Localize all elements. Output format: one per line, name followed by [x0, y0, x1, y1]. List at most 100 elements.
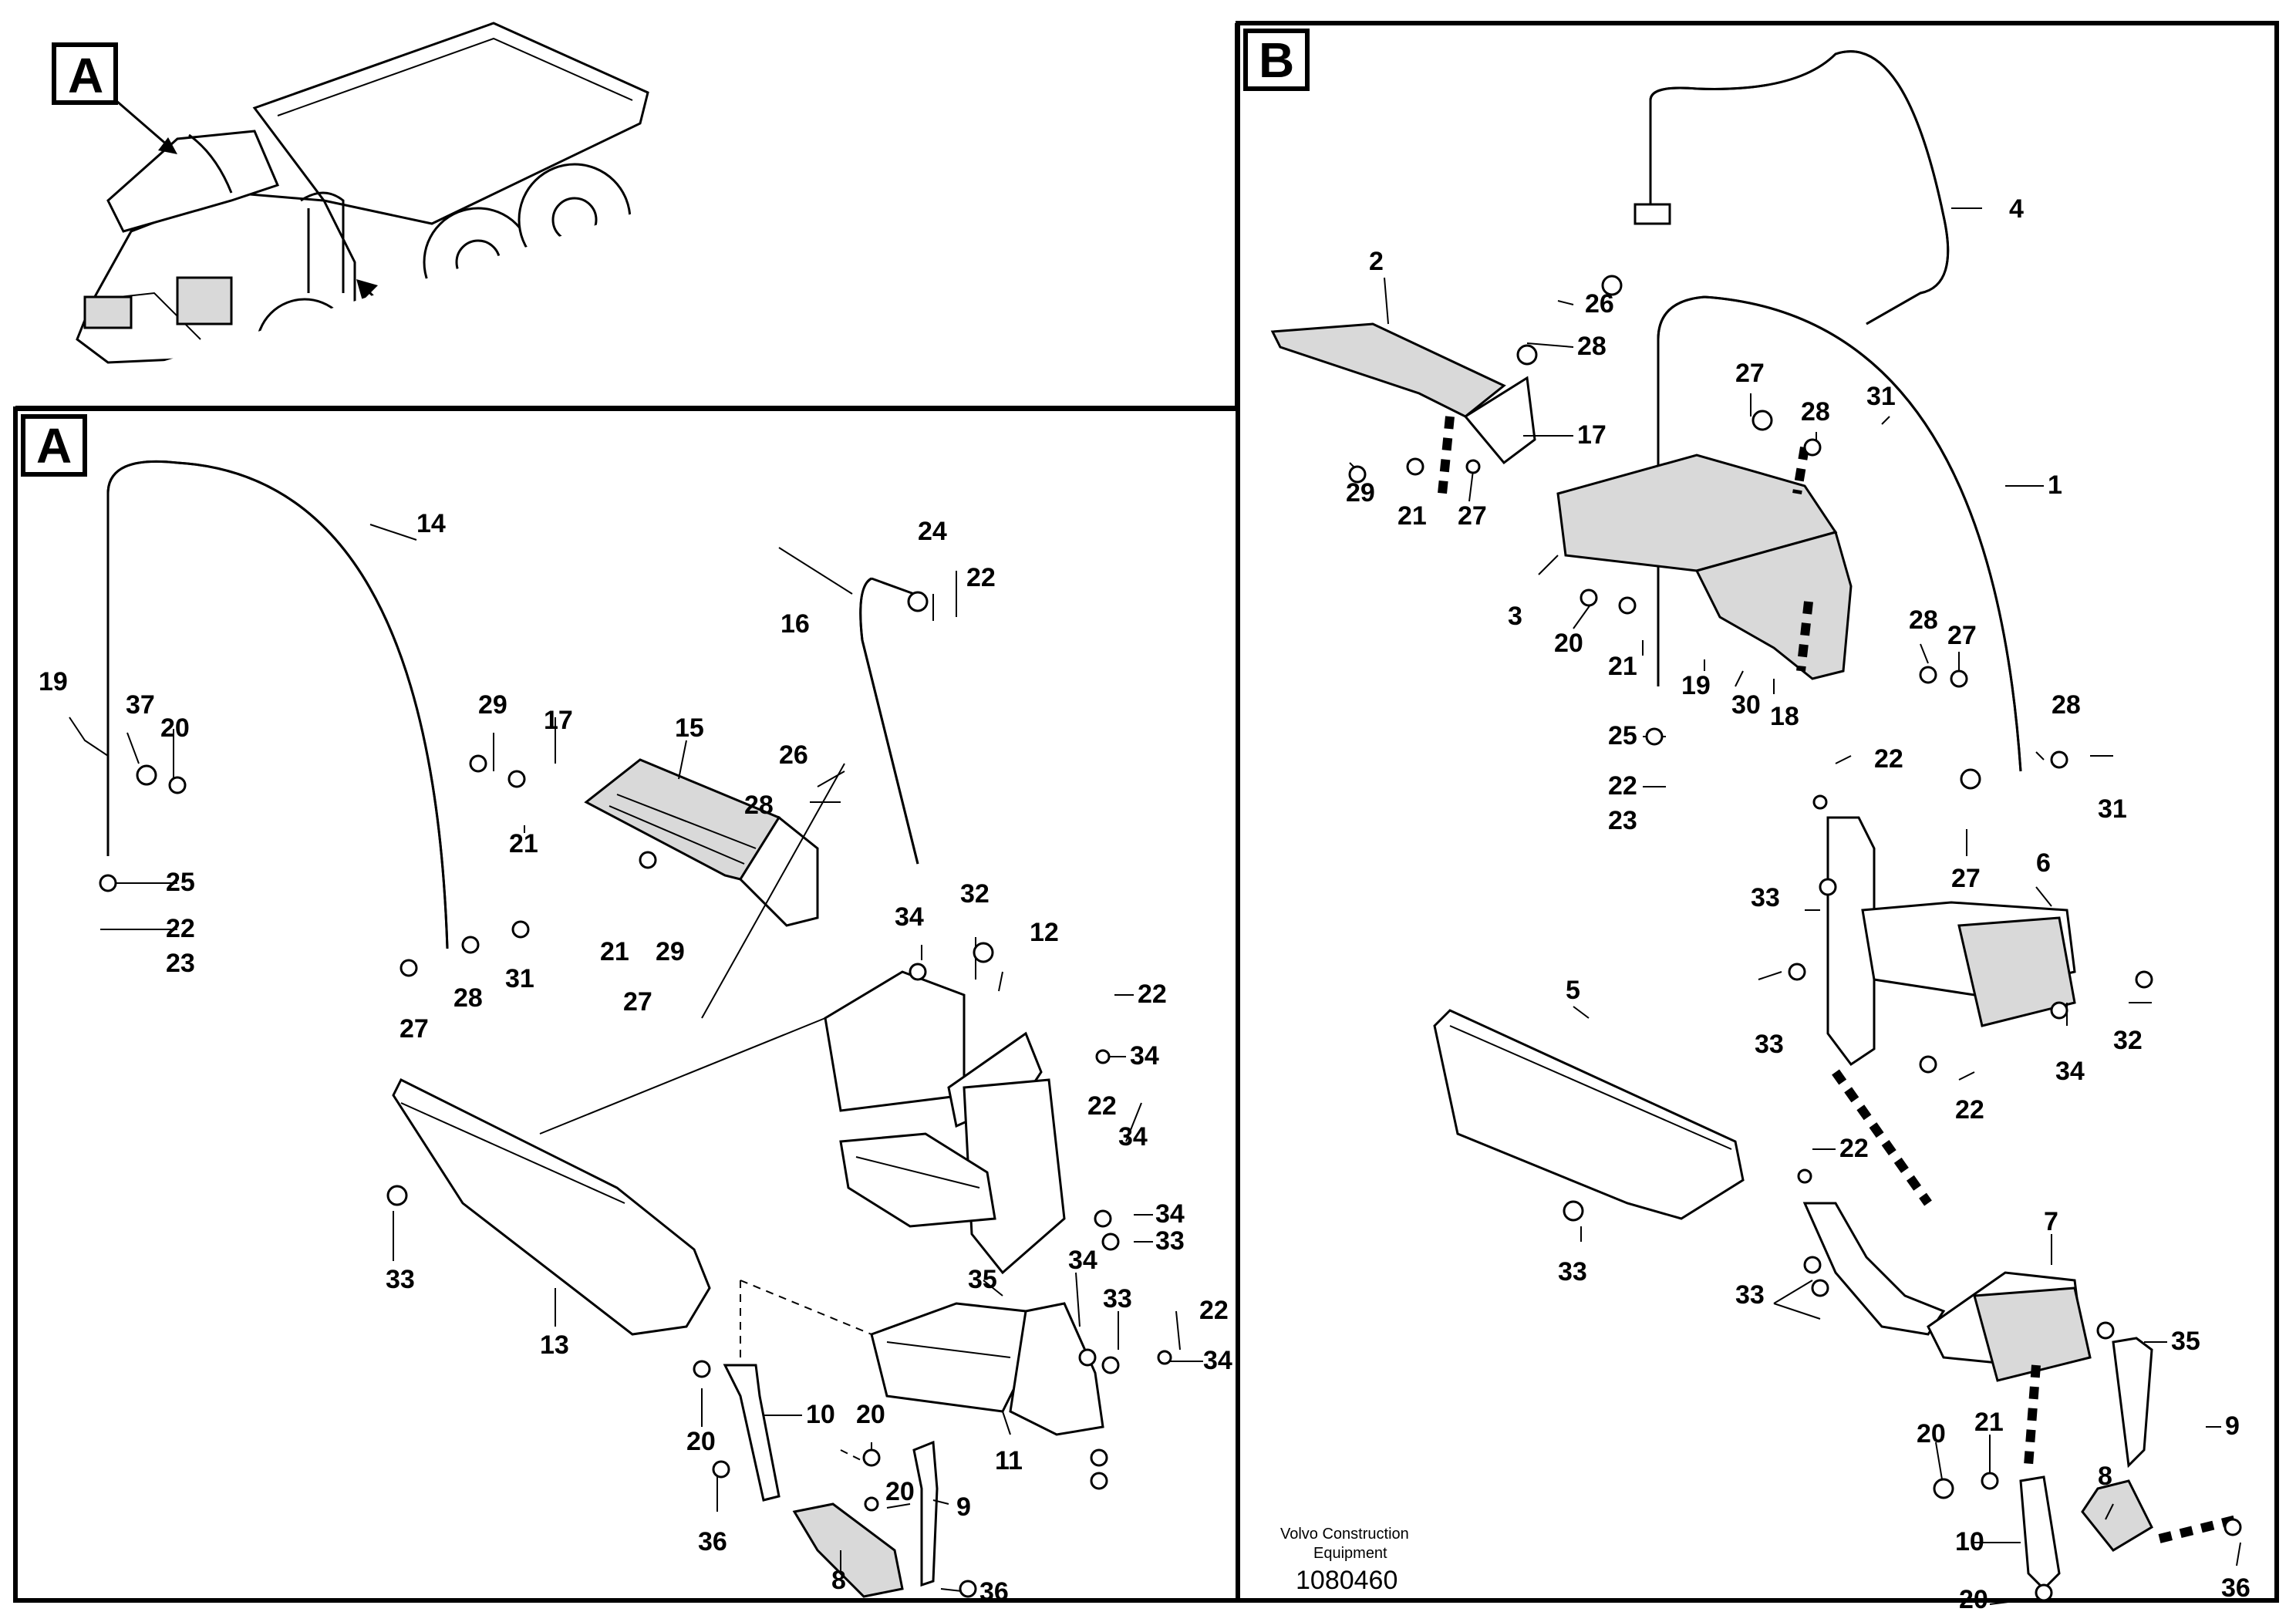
part-label-4: 4 — [2009, 194, 2024, 224]
drawing-footer: Volvo Construction Equipment 1080460 — [1280, 1526, 1409, 1595]
part-label-32-b: 32 — [2113, 1026, 2143, 1055]
panel-b-label: B — [1259, 32, 1294, 88]
part-label-20-c: 20 — [856, 1400, 885, 1429]
part-label-14: 14 — [416, 509, 446, 538]
part-label-22-c: 22 — [1138, 980, 1167, 1009]
part-label-16: 16 — [781, 609, 810, 639]
part-label-22-b: 22 — [966, 563, 996, 592]
part-label-21-d: 21 — [1608, 652, 1637, 681]
part-label-22-e: 22 — [1199, 1296, 1229, 1325]
part-label-26-b: 26 — [1585, 289, 1614, 319]
part-label-29: 29 — [478, 690, 507, 720]
footer-company-line1: Volvo Construction — [1280, 1526, 1409, 1543]
part-label-21-c: 21 — [1397, 501, 1427, 531]
step-assembly-7 — [1802, 1202, 2092, 1382]
part-label-28-b: 28 — [744, 791, 774, 820]
part-label-31-c: 31 — [2098, 794, 2127, 824]
part-label-20-g: 20 — [1959, 1585, 1988, 1614]
part-label-28-f: 28 — [2052, 690, 2081, 720]
part-label-9-b: 9 — [2225, 1411, 2240, 1441]
part-label-28-c: 28 — [1577, 332, 1607, 361]
part-label-8: 8 — [831, 1566, 846, 1595]
part-label-9: 9 — [956, 1492, 971, 1522]
lower-links-b — [2019, 1337, 2153, 1591]
panel-a-box — [21, 414, 87, 477]
side-bracket-5 — [1433, 1009, 1745, 1220]
part-label-28: 28 — [453, 983, 483, 1013]
part-label-22-h: 22 — [1955, 1095, 1984, 1125]
part-label-8-b: 8 — [2098, 1462, 2112, 1491]
part-label-20-b: 20 — [686, 1427, 716, 1456]
part-label-33-e: 33 — [1755, 1030, 1784, 1059]
footer-company-line2: Equipment — [1313, 1545, 1387, 1562]
part-label-31: 31 — [505, 964, 534, 993]
part-label-33-b: 33 — [386, 1265, 415, 1294]
callout-a-box — [52, 42, 118, 105]
part-label-24: 24 — [918, 517, 947, 546]
part-label-33: 33 — [1155, 1226, 1185, 1256]
callout-a-label: A — [68, 48, 103, 103]
part-label-27-d: 27 — [1735, 359, 1765, 388]
part-label-6: 6 — [2036, 848, 2051, 878]
step-plate-2 — [1270, 322, 1536, 465]
panel-b: B — [1236, 21, 2279, 1614]
part-label-22-f: 22 — [1608, 771, 1637, 801]
footer-drawing-id: 1080460 — [1296, 1566, 1397, 1595]
part-label-36: 36 — [698, 1527, 727, 1556]
panel-b-leaders — [1349, 207, 2241, 1605]
lower-links — [723, 1364, 939, 1598]
part-label-29-c: 29 — [1346, 478, 1375, 508]
part-label-27-f: 27 — [1951, 864, 1981, 893]
part-label-34-f: 34 — [1203, 1346, 1232, 1375]
step-plate-3 — [1556, 454, 1853, 680]
part-label-33-d: 33 — [1751, 883, 1780, 912]
part-label-27-c: 27 — [1458, 501, 1487, 531]
part-label-7: 7 — [2044, 1207, 2058, 1236]
part-label-26: 26 — [779, 740, 808, 770]
panel-a-label: A — [36, 418, 72, 474]
part-label-11: 11 — [995, 1446, 1023, 1475]
part-label-36-c: 36 — [2221, 1573, 2250, 1603]
part-label-25: 25 — [166, 868, 195, 897]
part-label-28-e: 28 — [1909, 605, 1938, 635]
part-label-22-d: 22 — [1087, 1091, 1117, 1121]
part-label-34-d: 34 — [1155, 1199, 1185, 1229]
part-label-22-g: 22 — [1874, 744, 1903, 774]
panel-b-hardware — [1348, 275, 2242, 1602]
panel-a-leaders — [69, 524, 1203, 1593]
part-label-22: 22 — [166, 914, 195, 943]
part-label-37: 37 — [126, 690, 155, 720]
part-label-19-b: 19 — [1681, 671, 1711, 700]
part-label-35-b: 35 — [2171, 1327, 2200, 1356]
part-label-36-b: 36 — [979, 1577, 1009, 1607]
part-label-33-c: 33 — [1103, 1284, 1132, 1313]
part-label-13: 13 — [540, 1330, 569, 1360]
part-label-2: 2 — [1369, 247, 1384, 276]
panel-b-box — [1243, 29, 1310, 91]
part-label-3: 3 — [1508, 602, 1522, 631]
part-label-29-b: 29 — [656, 937, 685, 966]
part-label-17: 17 — [544, 706, 573, 735]
overview-section: A B 38 — [15, 22, 1239, 410]
part-label-33-g: 33 — [1735, 1280, 1765, 1310]
part-label-34-b: 34 — [1130, 1041, 1159, 1071]
part-label-27-e: 27 — [1947, 621, 1977, 650]
part-label-20-e: 20 — [1554, 629, 1583, 658]
part-label-19: 19 — [39, 667, 68, 696]
part-label-20-d: 20 — [885, 1477, 915, 1506]
part-label-30: 30 — [1731, 690, 1761, 720]
part-label-20: 20 — [160, 713, 190, 743]
panel-b-numbers: 4 2 26 28 17 29 21 27 27 28 31 1 3 20 21… — [1346, 194, 2250, 1614]
step-box-11 — [870, 1302, 1104, 1436]
part-label-27-b: 27 — [623, 987, 652, 1017]
part-label-27: 27 — [400, 1014, 429, 1044]
part-label-12: 12 — [1030, 918, 1059, 947]
part-label-10: 10 — [806, 1400, 835, 1429]
part-label-35: 35 — [968, 1265, 997, 1294]
part-label-23-b: 23 — [1608, 806, 1637, 835]
part-label-22-i: 22 — [1839, 1134, 1869, 1163]
part-label-23: 23 — [166, 949, 195, 978]
part-label-25-b: 25 — [1608, 721, 1637, 750]
panel-a: A — [13, 406, 1240, 1607]
